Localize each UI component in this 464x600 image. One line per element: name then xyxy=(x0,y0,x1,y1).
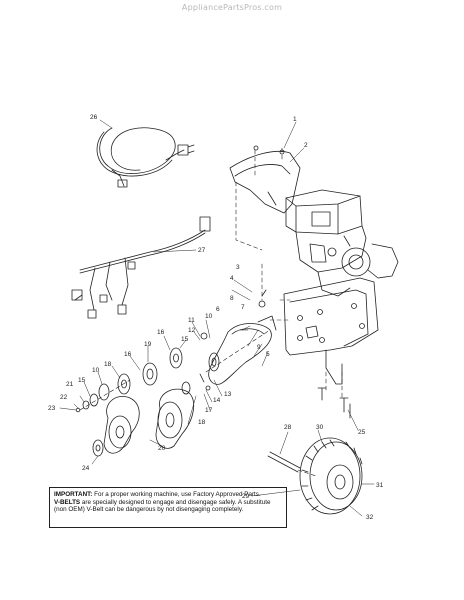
callout-29: 29 xyxy=(242,493,250,500)
important-label: IMPORTANT: xyxy=(54,491,93,498)
wire-harness xyxy=(71,216,211,319)
callout-25: 25 xyxy=(358,429,366,436)
callout-12: 12 xyxy=(188,327,196,334)
callout-26: 26 xyxy=(90,114,98,121)
callout-22: 22 xyxy=(60,394,68,401)
callout-7: 7 xyxy=(241,304,245,311)
frame-plate xyxy=(283,277,379,385)
leader-lines xyxy=(59,119,375,517)
callout-17: 17 xyxy=(205,407,213,414)
callout-6: 6 xyxy=(216,306,220,313)
callout-4: 4 xyxy=(230,275,234,282)
callout-19: 19 xyxy=(144,341,152,348)
pulley-stack xyxy=(75,347,183,413)
callout-3: 3 xyxy=(236,264,240,271)
callout-5: 5 xyxy=(266,351,270,358)
callout-18: 18 xyxy=(198,419,206,426)
callout-1: 1 xyxy=(293,116,297,123)
callout-30: 30 xyxy=(316,424,324,431)
callout-10b: 10 xyxy=(92,367,100,374)
power-cord xyxy=(96,127,195,188)
callout-8: 8 xyxy=(230,295,234,302)
engine-belt xyxy=(199,289,277,391)
callout-9: 9 xyxy=(257,344,261,351)
callout-16: 16 xyxy=(157,329,165,336)
callout-24: 24 xyxy=(82,465,90,472)
callout-27: 27 xyxy=(198,247,206,254)
bolts xyxy=(317,387,351,419)
callout-15: 15 xyxy=(181,336,189,343)
callout-14: 14 xyxy=(213,397,221,404)
callout-28: 28 xyxy=(284,424,292,431)
callout-21: 21 xyxy=(66,381,74,388)
callout-2: 2 xyxy=(304,142,308,149)
callout-31: 31 xyxy=(376,482,384,489)
drive-belts xyxy=(92,381,195,457)
callout-11: 11 xyxy=(188,317,195,324)
vbelts-text: are specially designed to engage and dis… xyxy=(54,498,271,514)
axle-and-wheel xyxy=(267,437,363,515)
guide-lines xyxy=(79,147,343,477)
vbelts-label: V-BELTS xyxy=(54,498,81,506)
callout-16b: 16 xyxy=(124,351,132,358)
belt-cover xyxy=(229,145,301,214)
callout-32: 32 xyxy=(366,514,374,521)
callout-15b: 15 xyxy=(78,377,86,384)
watermark: AppliancePartsPros.com xyxy=(181,3,283,12)
callout-13: 13 xyxy=(224,391,232,398)
callout-10: 10 xyxy=(205,313,213,320)
callout-23: 23 xyxy=(48,405,56,412)
callout-18b: 18 xyxy=(104,361,112,368)
important-notice-box: IMPORTANT: For a proper working machine,… xyxy=(49,487,287,528)
callout-20: 20 xyxy=(158,445,166,452)
important-text: For a proper working machine, use Factor… xyxy=(92,491,261,498)
engine xyxy=(285,189,399,297)
